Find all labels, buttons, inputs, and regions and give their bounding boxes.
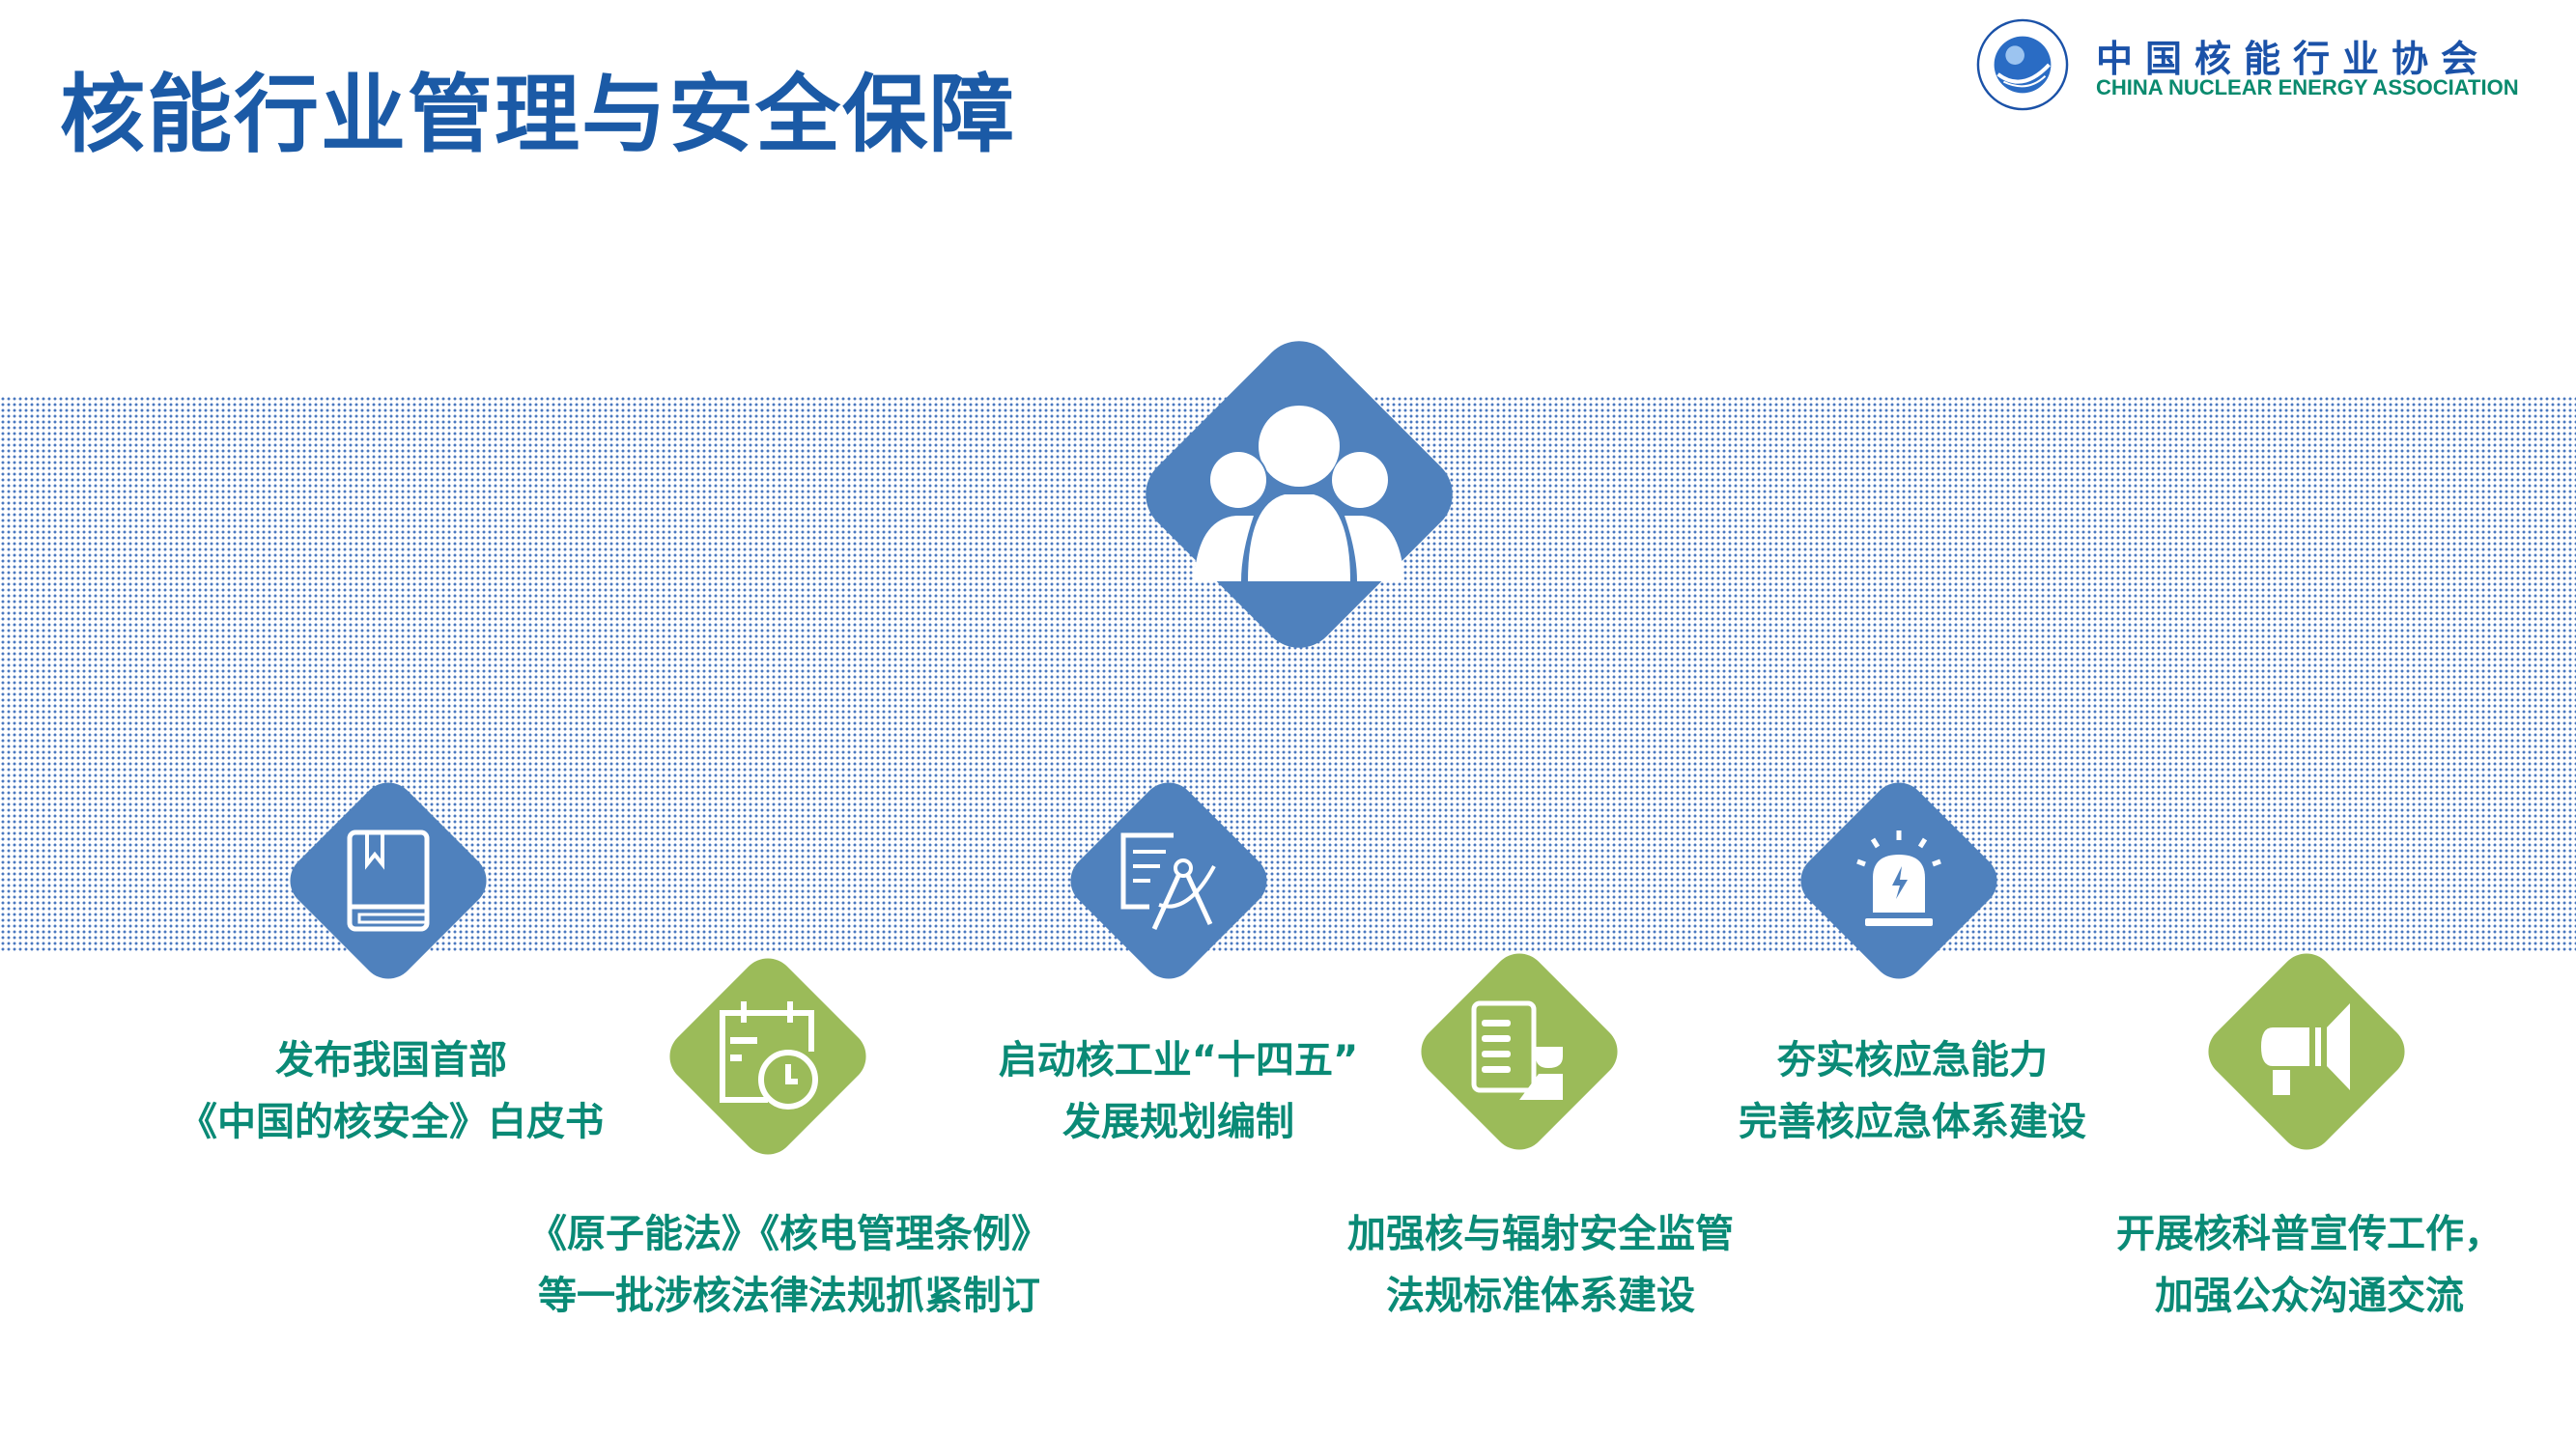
- text-line: 《中国的核安全》白皮书: [179, 1100, 604, 1144]
- text-line: 法规标准体系建设: [1386, 1274, 1695, 1318]
- item-text-five-year-plan: 启动核工业“十四五” 发展规划编制: [999, 1029, 1359, 1153]
- item-text-white-paper: 发布我国首部 《中国的核安全》白皮书: [179, 1029, 604, 1153]
- people-group-icon: [1194, 406, 1404, 581]
- drafting-compass-icon: [1120, 832, 1216, 931]
- item-text-regulation: 加强核与辐射安全监管 法规标准体系建设: [1347, 1203, 1734, 1327]
- item-text-emergency: 夯实核应急能力 完善核应急体系建设: [1739, 1029, 2086, 1153]
- alarm-siren-icon: [1856, 830, 1941, 926]
- logo-chinese-name: 中国核能行业协会: [2096, 38, 2491, 80]
- text-line: 发布我国首部: [275, 1038, 507, 1083]
- text-line: 夯实核应急能力: [1777, 1038, 2048, 1083]
- cnea-seal-icon: [1976, 18, 2069, 111]
- text-line: 加强公众沟通交流: [2155, 1274, 2464, 1318]
- text-line: 《原子能法》《核电管理条例》: [528, 1212, 1050, 1256]
- megaphone-icon: [2261, 1003, 2350, 1095]
- cnea-logo: 中国核能行业协会 CHINA NUCLEAR ENERGY ASSOCIATIO…: [1975, 17, 2555, 119]
- item-text-laws: 《原子能法》《核电管理条例》 等一批涉核法律法规抓紧制订: [528, 1203, 1050, 1327]
- page-title: 核能行业管理与安全保障: [60, 65, 1017, 164]
- book-icon: [347, 829, 430, 932]
- calendar-clock-icon: [720, 1001, 818, 1110]
- item-text-publicity: 开展核科普宣传工作， 加强公众沟通交流: [2116, 1203, 2503, 1327]
- text-line: 启动核工业“十四五”: [998, 1038, 1359, 1083]
- text-line: 等一批涉核法律法规抓紧制订: [538, 1274, 1040, 1318]
- text-line: 加强核与辐射安全监管: [1347, 1212, 1734, 1256]
- text-line: 发展规划编制: [1062, 1100, 1294, 1144]
- text-line: 完善核应急体系建设: [1739, 1100, 2086, 1144]
- inspector-document-icon: [1471, 1000, 1563, 1100]
- text-line: 开展核科普宣传工作，: [2116, 1212, 2503, 1256]
- logo-english-name: CHINA NUCLEAR ENERGY ASSOCIATION: [2096, 75, 2519, 99]
